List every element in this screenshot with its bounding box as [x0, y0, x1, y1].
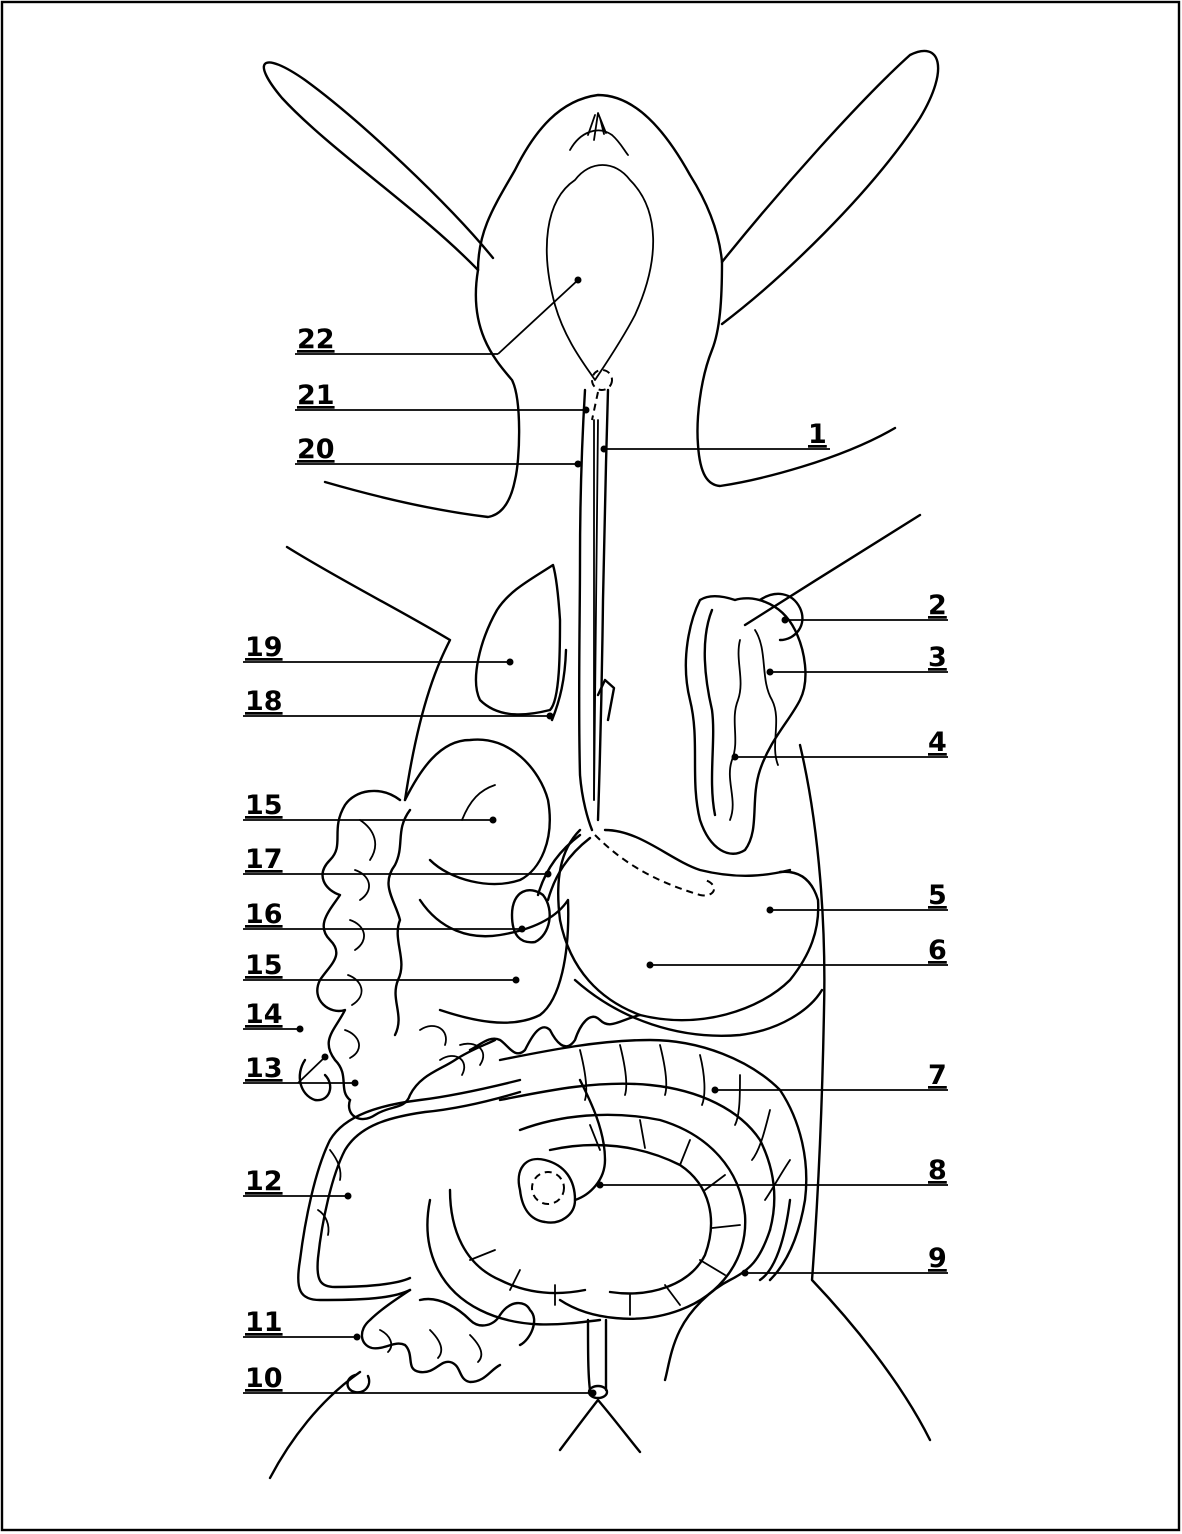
- body-outline: [264, 51, 938, 1478]
- label-8: 8: [928, 1155, 947, 1186]
- spleen-pancreas-region: [686, 594, 806, 854]
- label-11: 11: [245, 1307, 283, 1338]
- small-intestine: [300, 791, 495, 1119]
- label-18: 18: [245, 686, 283, 717]
- label-7: 7: [928, 1060, 947, 1091]
- label-13: 13: [245, 1053, 283, 1084]
- label-9: 9: [928, 1243, 947, 1274]
- label-15-upper: 15: [245, 790, 283, 821]
- labels: 1 2 3 4 5 6 7 8 9 10 11 12 13 14 15 16 1…: [245, 324, 947, 1394]
- label-10: 10: [245, 1363, 283, 1394]
- rectum: [348, 1290, 608, 1398]
- caecum-dashed: [532, 1172, 564, 1204]
- large-intestine: [298, 1040, 806, 1380]
- label-2: 2: [928, 590, 947, 621]
- label-14: 14: [245, 999, 283, 1030]
- label-20: 20: [297, 434, 335, 465]
- label-1: 1: [808, 419, 827, 450]
- label-21: 21: [297, 380, 335, 411]
- label-19: 19: [245, 632, 283, 663]
- esophagus-trachea: [552, 370, 614, 830]
- label-6: 6: [928, 935, 947, 966]
- label-22: 22: [297, 324, 335, 355]
- label-5: 5: [928, 880, 947, 911]
- label-16: 16: [245, 899, 283, 930]
- label-3: 3: [928, 642, 947, 673]
- label-15-lower: 15: [245, 950, 283, 981]
- liver: [405, 565, 568, 1023]
- label-4: 4: [928, 727, 947, 758]
- label-12: 12: [245, 1166, 283, 1197]
- label-17: 17: [245, 844, 283, 875]
